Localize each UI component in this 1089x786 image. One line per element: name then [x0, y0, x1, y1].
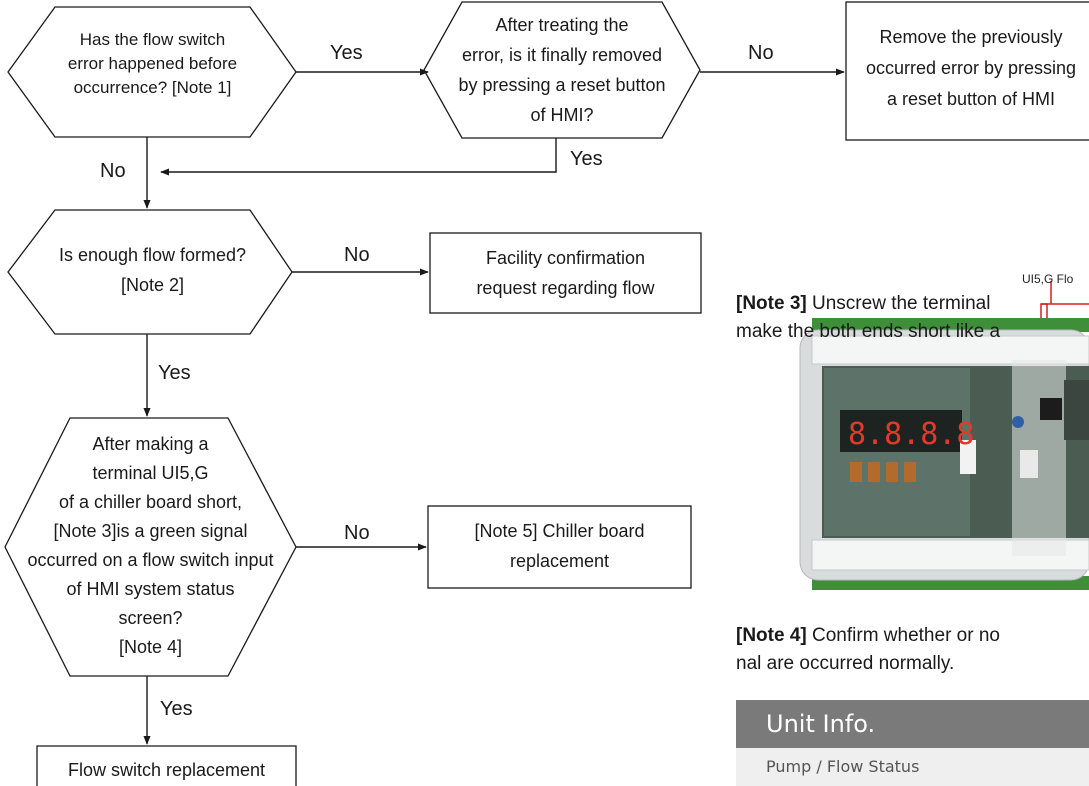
pump-flow-status-row[interactable]: Pump / Flow Status — [766, 757, 920, 776]
q1-hexagon — [7, 6, 297, 138]
note-3: [Note 3] Unscrew the terminal make the b… — [736, 293, 1001, 342]
note-4-tag: [Note 4] — [736, 625, 807, 646]
note-3-tag: [Note 3] — [736, 293, 807, 314]
flow-switch-box — [36, 745, 297, 786]
edge-label-q3-yes: Yes — [158, 362, 191, 384]
q4-hexagon — [4, 417, 297, 677]
facility-box — [429, 232, 702, 314]
edge-label-q3-no: No — [344, 244, 370, 266]
chiller-board-box — [427, 505, 692, 589]
edge-label-q4-yes: Yes — [160, 698, 193, 720]
unit-info-title: Unit Info. — [736, 700, 1089, 748]
edge-label-q1-no: No — [100, 160, 126, 182]
edge-label-q2-no: No — [748, 42, 774, 64]
arrow-q2-yes — [160, 138, 557, 176]
chiller-board-photo: 8.8.8.8 — [799, 281, 1089, 590]
board-display: 8.8.8.8 — [848, 417, 974, 452]
note-4: [Note 4] Confirm whether or no nal are o… — [736, 625, 1000, 674]
edge-label-q4-no: No — [344, 522, 370, 544]
board-terminal-caption: UI5,G Flo — [1022, 272, 1074, 286]
q3-hexagon — [7, 209, 293, 335]
flow-switch-box-label: Flow switch replacement — [67, 760, 266, 780]
q3-label: Is enough flow formed?[Note 2] — [58, 245, 247, 295]
edge-label-q1-yes: Yes — [330, 42, 363, 64]
unit-info-panel: Unit Info. Pump / Flow Status — [736, 700, 1089, 786]
reset-box — [845, 1, 1089, 141]
edge-label-q2-yes: Yes — [570, 148, 603, 170]
